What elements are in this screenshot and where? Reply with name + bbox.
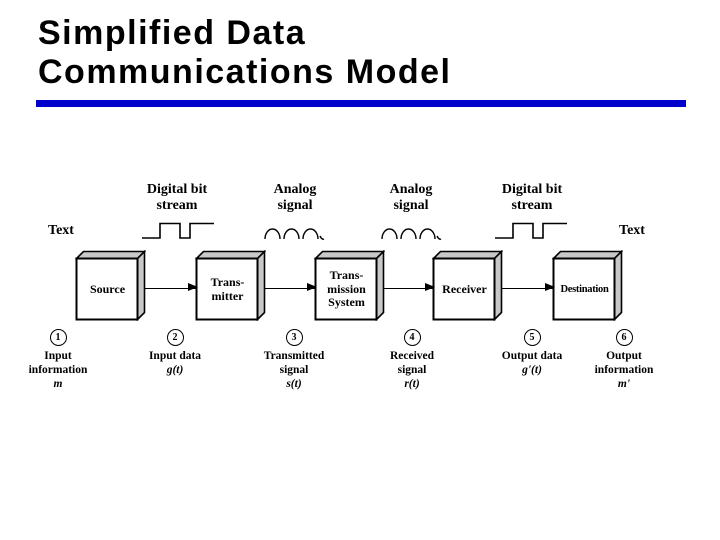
box-label: Destination (560, 283, 609, 295)
step-number-badge: 3 (285, 329, 303, 346)
flow-arrow-icon (383, 283, 435, 292)
flow-arrow-icon (265, 283, 317, 292)
step-6: 6 Output information m' (576, 329, 672, 391)
sine-wave-icon (263, 225, 327, 248)
box-label: Trans- mitter (210, 275, 245, 303)
slide-title: Simplified Data Communications Model (38, 14, 452, 91)
signal-label-analog-left: Analog signal (273, 182, 317, 213)
box-label: Trans- mission System (327, 268, 366, 310)
box-label: Source (89, 281, 126, 296)
box-destination: Destination (552, 250, 623, 321)
box-source: Source (75, 250, 146, 321)
step-caption: Output data (501, 350, 563, 362)
step-caption: Received signal (389, 350, 435, 376)
box-transmission-system: Trans- mission System (314, 250, 385, 321)
text-label-left: Text (48, 223, 74, 238)
step-caption: Transmitted signal (263, 350, 325, 376)
step-formula: g'(t) (522, 364, 542, 376)
step-formula: m' (617, 378, 631, 390)
flow-arrow-icon (145, 283, 198, 292)
step-formula: m (53, 378, 63, 390)
step-caption: Input information (28, 350, 88, 376)
step-number-badge: 5 (523, 329, 541, 346)
step-2: 2 Input data g(t) (127, 329, 223, 377)
step-number-badge: 2 (166, 329, 184, 346)
box-label: Receiver (442, 281, 487, 296)
flow-arrow-icon (502, 283, 555, 292)
signal-label-analog-right: Analog signal (389, 182, 433, 213)
step-formula: s(t) (286, 378, 302, 390)
step-4: 4 Received signal r(t) (364, 329, 460, 391)
title-accent-rule (36, 100, 686, 107)
step-formula: g(t) (166, 364, 184, 376)
step-3: 3 Transmitted signal s(t) (246, 329, 342, 391)
step-number-badge: 6 (615, 329, 633, 346)
box-receiver: Receiver (432, 250, 503, 321)
step-caption: Input data (148, 350, 202, 362)
step-number-badge: 1 (49, 329, 67, 346)
step-5: 5 Output data g'(t) (484, 329, 580, 377)
signal-label-digital-right: Digital bit stream (501, 182, 563, 213)
sine-wave-icon (380, 225, 444, 248)
box-transmitter: Trans- mitter (195, 250, 266, 321)
square-wave-icon (494, 222, 568, 245)
signal-label-digital-left: Digital bit stream (146, 182, 208, 213)
text-label-right: Text (619, 223, 645, 238)
step-1: 1 Input information m (10, 329, 106, 391)
step-formula: r(t) (404, 378, 420, 390)
step-number-badge: 4 (403, 329, 421, 346)
square-wave-icon (141, 222, 215, 245)
step-caption: Output information (594, 350, 654, 376)
